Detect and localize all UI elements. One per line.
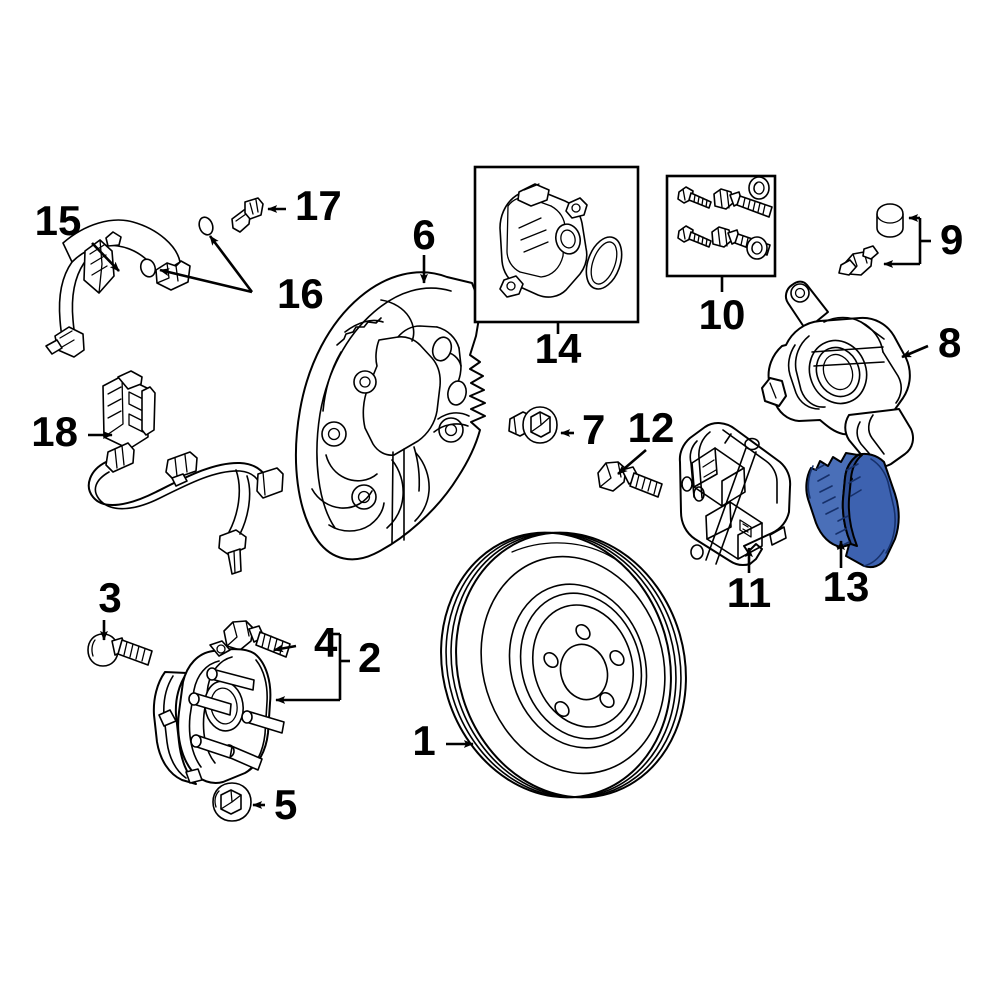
callout-16: 16 xyxy=(159,235,324,317)
callout-4: 4 xyxy=(273,619,338,666)
callout-5: 5 xyxy=(252,781,297,828)
callout-7-label: 7 xyxy=(582,406,605,453)
callout-7: 7 xyxy=(560,406,605,453)
part-caliper-housing xyxy=(499,183,588,298)
part-brake-dust-shield xyxy=(295,271,486,561)
callout-14-label: 14 xyxy=(535,325,582,372)
part-bleeder-screw xyxy=(838,245,879,276)
part-wheel-hub-bearing-assembly xyxy=(152,640,285,785)
part-guide-pin-screw-upper xyxy=(677,186,712,209)
callout-18: 18 xyxy=(31,408,113,455)
part-caliper-bolt-upper xyxy=(713,188,773,218)
callout-13-label: 13 xyxy=(823,563,870,610)
callout-6: 6 xyxy=(412,211,436,284)
callout-9: 9 xyxy=(883,214,963,268)
part-caliper-washer-upper xyxy=(748,176,770,200)
part-hub-mounting-bolt xyxy=(87,633,153,667)
part-bleeder-cap xyxy=(876,203,904,238)
part-caliper-bracket-bolt xyxy=(597,461,663,498)
part-caliper-mounting-bracket xyxy=(678,422,792,566)
part-cable-grommet-seal-upper xyxy=(198,216,214,236)
callout-10: 10 xyxy=(699,276,746,338)
part-cable-bracket-bolt xyxy=(231,197,264,233)
callout-17: 17 xyxy=(267,182,342,229)
callout-13: 13 xyxy=(823,540,870,610)
part-guide-pin-screw-lower xyxy=(677,225,712,248)
callout-11: 11 xyxy=(727,547,771,616)
callout-9-label: 9 xyxy=(940,216,963,263)
callout-4-label: 4 xyxy=(314,619,338,666)
callout-15-label: 15 xyxy=(35,197,82,244)
callout-14: 14 xyxy=(535,322,582,372)
callout-8-label: 8 xyxy=(938,319,961,366)
callout-1-label: 1 xyxy=(412,717,435,764)
callout-8: 8 xyxy=(901,319,961,366)
callout-11-label: 11 xyxy=(727,569,771,616)
callout-3-label: 3 xyxy=(98,574,121,621)
callout-2-label: 2 xyxy=(358,634,381,681)
callout-5-label: 5 xyxy=(274,781,297,828)
callout-10-label: 10 xyxy=(699,291,746,338)
part-caliper-piston-seal xyxy=(585,236,623,290)
part-abs-wheel-speed-sensor xyxy=(87,370,284,575)
callout-16-label: 16 xyxy=(277,270,324,317)
inset-box-10 xyxy=(665,174,777,278)
part-cable-grommet-seal-lower xyxy=(139,258,157,278)
callout-6-label: 6 xyxy=(412,211,435,258)
part-brake-rotor xyxy=(440,531,687,799)
hub-wheel-studs xyxy=(188,667,285,771)
part-dust-shield-bolt xyxy=(508,406,558,444)
callout-12-label: 12 xyxy=(628,404,675,451)
callout-12: 12 xyxy=(617,404,675,475)
part-axle-nut xyxy=(212,782,252,822)
callout-1: 1 xyxy=(412,717,474,764)
callout-2: 2 xyxy=(275,632,381,704)
part-brake-pad-set xyxy=(805,452,900,569)
callout-3: 3 xyxy=(98,574,122,641)
callout-15: 15 xyxy=(35,197,120,272)
part-brake-caliper xyxy=(761,280,914,468)
callout-18-label: 18 xyxy=(31,408,78,455)
part-caliper-washer-lower xyxy=(746,236,768,260)
inset-box-14 xyxy=(473,165,640,324)
callout-17-label: 17 xyxy=(295,182,342,229)
